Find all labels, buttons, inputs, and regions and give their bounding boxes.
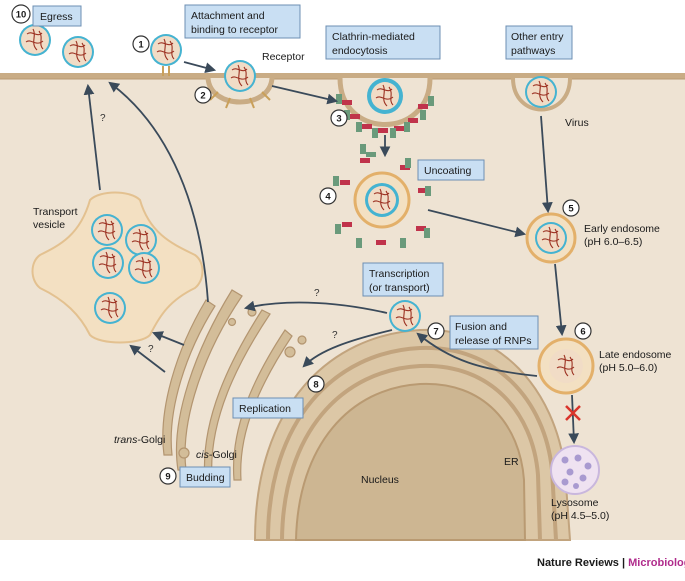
svg-text:10: 10: [16, 10, 27, 21]
svg-text:8: 8: [313, 380, 318, 391]
step-9-badge: 9: [159, 467, 177, 485]
budding-box: Budding: [179, 466, 231, 488]
svg-text:9: 9: [165, 472, 170, 483]
svg-text:5: 5: [568, 204, 574, 215]
lysosome: [550, 445, 600, 495]
step-10-badge: 10: [11, 4, 31, 24]
svg-text:7: 7: [433, 327, 438, 338]
block-x: [565, 405, 581, 421]
svg-text:binding to receptor: binding to receptor: [191, 24, 278, 36]
clathrin-box: Clathrin-mediated endocytosis: [325, 25, 441, 60]
er-label: ER: [504, 456, 519, 468]
uncoating-vesicle: [333, 144, 431, 248]
lysosome-label: Lysosome: [551, 497, 599, 509]
nucleus-er: [253, 328, 572, 541]
transport-vesicle-label: Transport: [33, 206, 78, 218]
late-endosome: [537, 337, 595, 395]
question-mark: ?: [332, 330, 338, 341]
virus-label: Virus: [565, 117, 589, 129]
svg-text:2: 2: [200, 91, 205, 102]
other-entry-box: Other entry pathways: [505, 25, 573, 60]
attaching-virion: [150, 34, 182, 76]
step-5-badge: 5: [562, 199, 580, 217]
egress-box: Egress: [32, 5, 82, 27]
nucleus-label: Nucleus: [361, 474, 399, 486]
svg-text:endocytosis: endocytosis: [332, 45, 387, 57]
svg-text:Transcription: Transcription: [369, 268, 429, 280]
step-4-badge: 4: [319, 187, 337, 205]
early-endosome: [525, 212, 577, 264]
step-6-badge: 6: [574, 322, 592, 340]
early-endosome-ph: (pH 6.0–6.5): [584, 236, 642, 248]
question-mark: ?: [314, 288, 320, 299]
step-8-badge: 8: [307, 375, 325, 393]
step-7-badge: 7: [427, 322, 445, 340]
uncoating-box: Uncoating: [417, 159, 485, 181]
svg-text:Replication: Replication: [239, 403, 291, 415]
svg-text:Budding: Budding: [186, 472, 225, 484]
svg-text:Egress: Egress: [40, 11, 73, 23]
replication-box: Replication: [232, 397, 304, 419]
transcription-virion: [389, 300, 421, 332]
svg-text:6: 6: [580, 327, 585, 338]
journal-credit: Nature Reviews | Microbiology: [537, 557, 685, 569]
vesicle-virions: [91, 214, 160, 324]
early-endosome-label: Early endosome: [584, 223, 660, 235]
svg-text:pathways: pathways: [511, 45, 555, 57]
step-3-badge: 3: [330, 109, 348, 127]
step-2-badge: 2: [194, 86, 212, 104]
trans-golgi-label: trans-Golgi: [114, 434, 165, 446]
receptor-binding: [205, 60, 275, 109]
svg-text:Attachment and: Attachment and: [191, 10, 265, 22]
svg-text:1: 1: [138, 40, 144, 51]
label-boxes: Egress Attachment and binding to recepto…: [32, 4, 573, 488]
step-badges: 10 1 2 3 4 5 6 7 8 9: [11, 4, 592, 485]
late-endosome-ph: (pH 5.0–6.0): [599, 362, 657, 374]
other-entry-virion: [511, 76, 572, 112]
transport-vesicle-label-2: vesicle: [33, 219, 65, 231]
svg-text:release of RNPs: release of RNPs: [455, 335, 531, 347]
question-mark: ?: [100, 113, 106, 124]
svg-text:(or transport): (or transport): [369, 282, 430, 294]
svg-text:Other entry: Other entry: [511, 31, 564, 43]
arrows: [83, 61, 580, 445]
svg-text:Uncoating: Uncoating: [424, 165, 471, 177]
svg-text:3: 3: [336, 114, 341, 125]
clathrin-pit: [336, 77, 434, 138]
lysosome-ph: (pH 4.5–5.0): [551, 510, 609, 522]
question-mark: ?: [148, 344, 154, 355]
late-endosome-label: Late endosome: [599, 349, 672, 361]
svg-text:4: 4: [325, 192, 331, 203]
fusion-box: Fusion and release of RNPs: [449, 315, 539, 350]
svg-text:Clathrin-mediated: Clathrin-mediated: [332, 31, 415, 43]
svg-text:Fusion and: Fusion and: [455, 321, 507, 333]
receptor-label: Receptor: [262, 51, 305, 63]
step-1-badge: 1: [132, 35, 150, 53]
egress-virions: [19, 24, 94, 68]
attachment-box: Attachment and binding to receptor: [184, 4, 301, 39]
transcription-box: Transcription (or transport): [362, 262, 444, 297]
cis-golgi-label: cis-Golgi: [196, 449, 237, 461]
